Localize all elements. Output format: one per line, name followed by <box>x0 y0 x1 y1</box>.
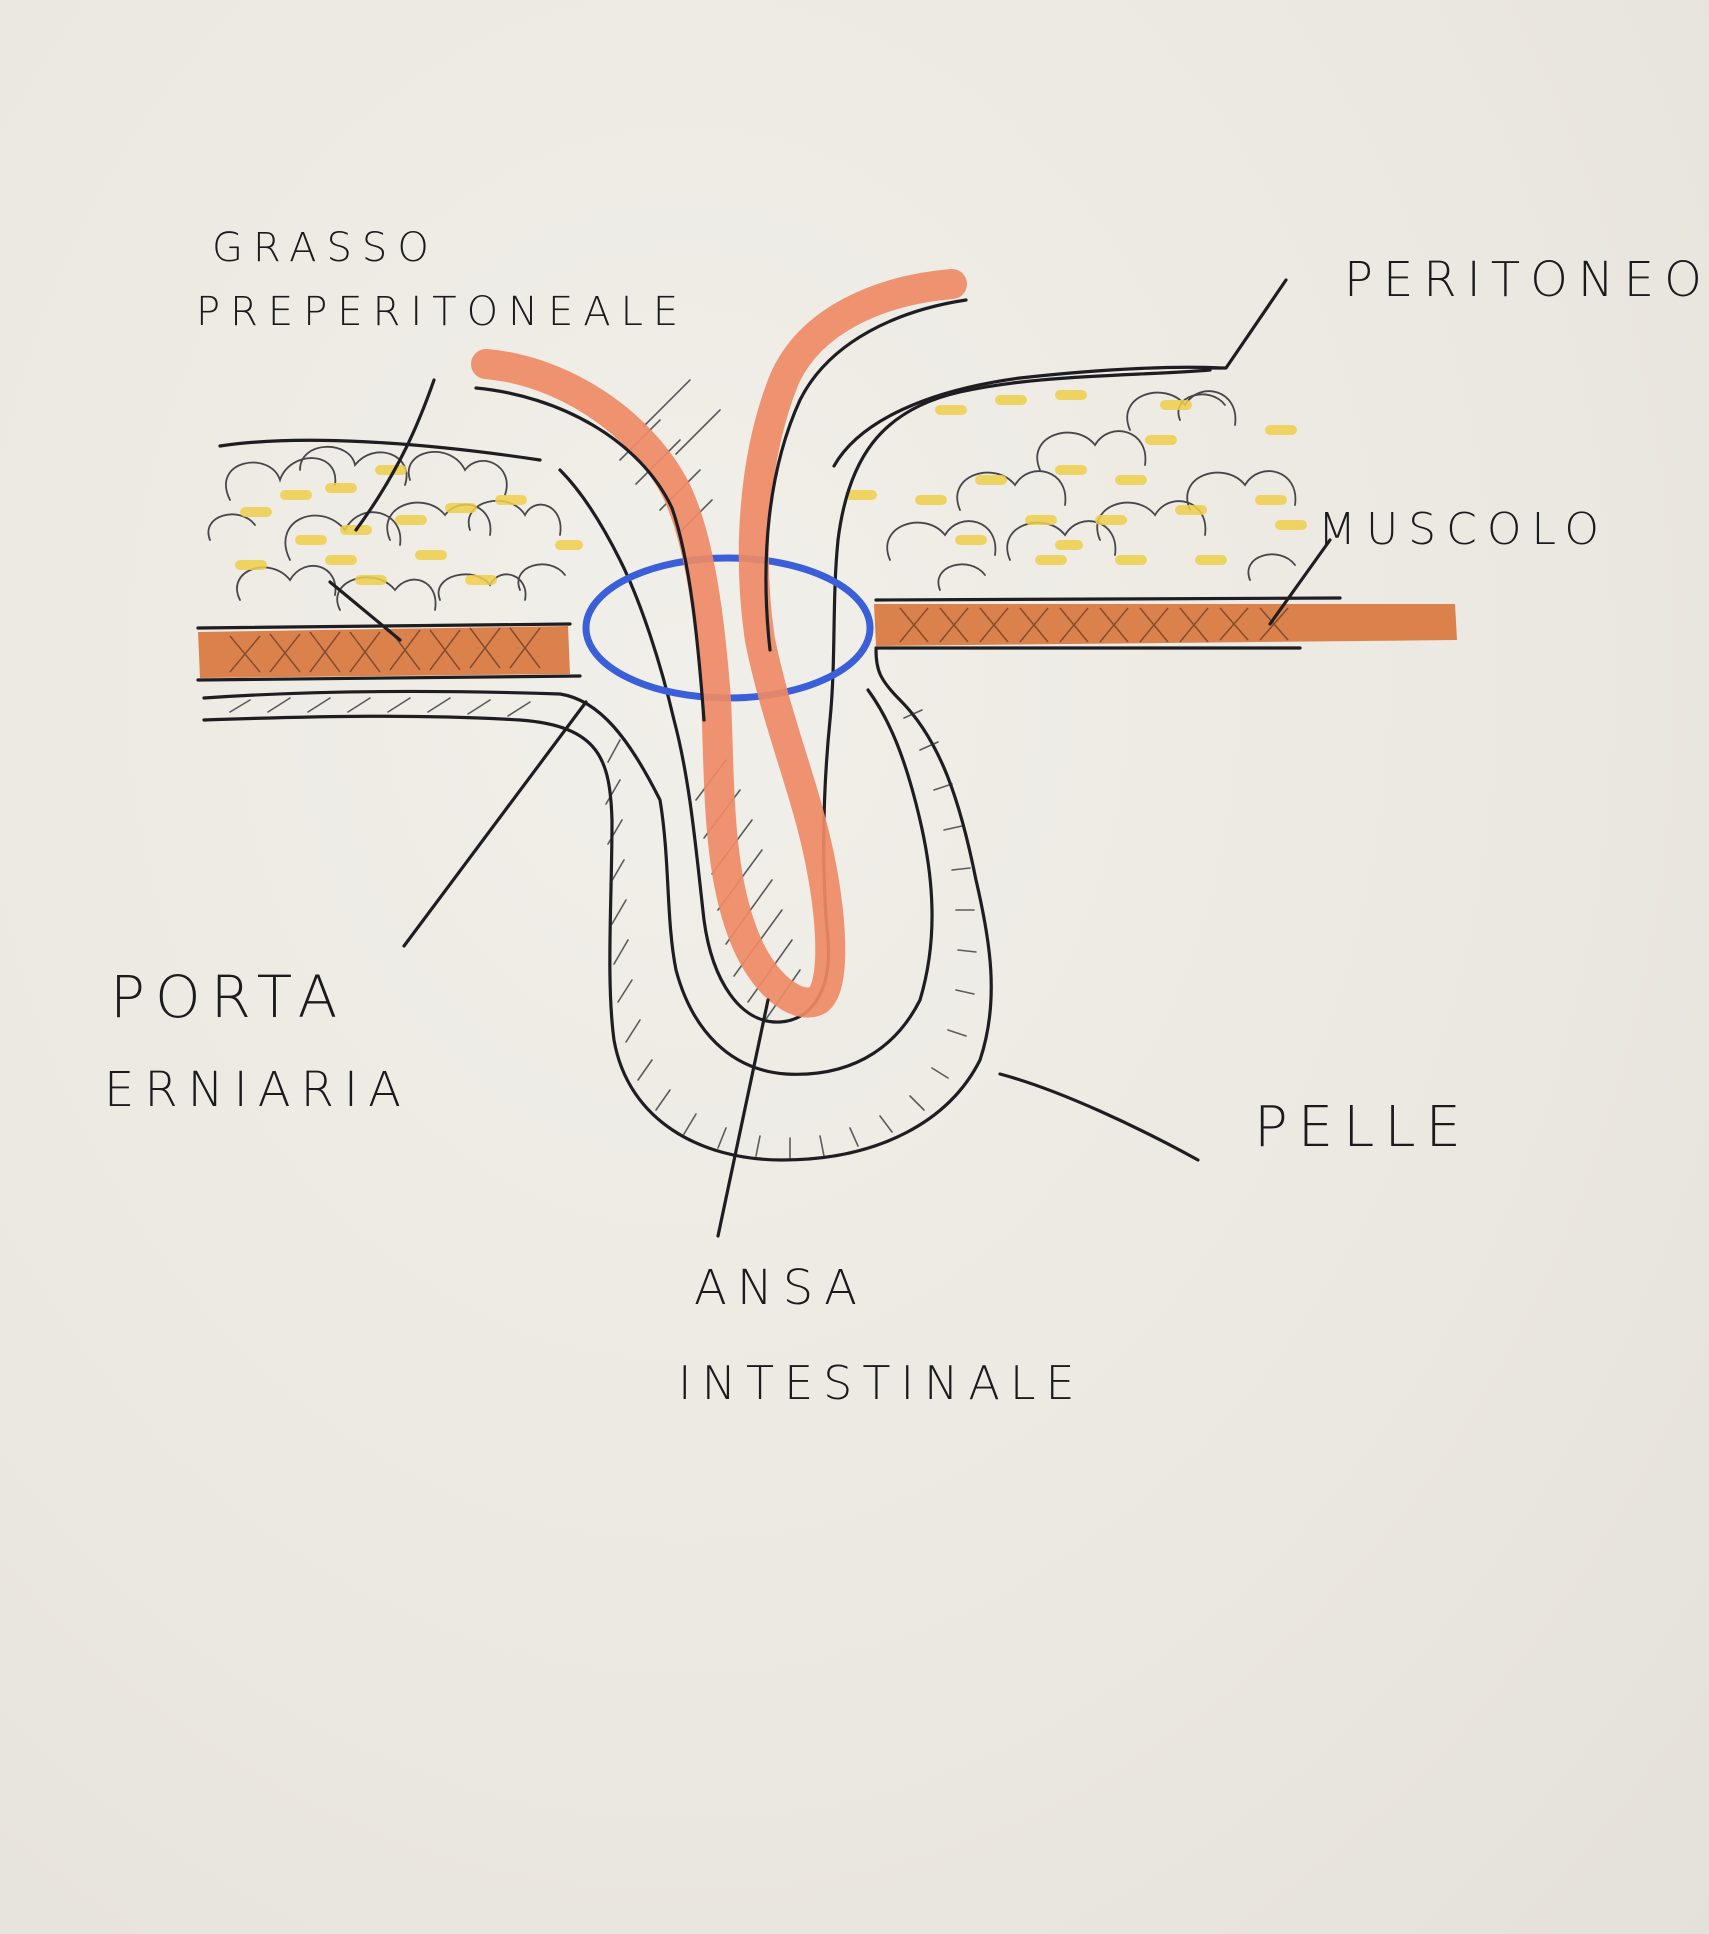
fat-layer <box>207 365 1307 611</box>
label-ansa-line2: INTESTINALE <box>678 1356 1085 1410</box>
muscle-layer <box>196 596 1457 682</box>
leader-lines <box>328 278 1332 1238</box>
leader-porta <box>402 700 588 948</box>
label-ansa-line1: ANSA <box>694 1260 867 1316</box>
label-pelle: PELLE <box>1254 1095 1471 1160</box>
intestinal-loop <box>471 269 967 1018</box>
leader-peritoneo <box>1206 278 1288 370</box>
leader-grasso <box>354 378 436 532</box>
label-porta-line2: ERNIARIA <box>104 1062 411 1118</box>
muscle-band-left <box>198 626 570 678</box>
leader-grasso-2 <box>328 580 402 642</box>
leader-muscolo <box>1268 538 1332 626</box>
leader-ansa <box>716 998 770 1238</box>
leader-pelle <box>998 1072 1200 1162</box>
label-peritoneo: PERITONEO <box>1344 252 1709 308</box>
label-grasso-line1: GRASSO <box>212 225 439 271</box>
label-grasso-line2: PREPERITONEALE <box>196 289 689 335</box>
label-muscolo: MUSCOLO <box>1318 504 1610 555</box>
skin-sac <box>202 648 993 1162</box>
muscle-band-right <box>874 604 1457 646</box>
label-porta-line1: PORTA <box>110 963 348 1031</box>
